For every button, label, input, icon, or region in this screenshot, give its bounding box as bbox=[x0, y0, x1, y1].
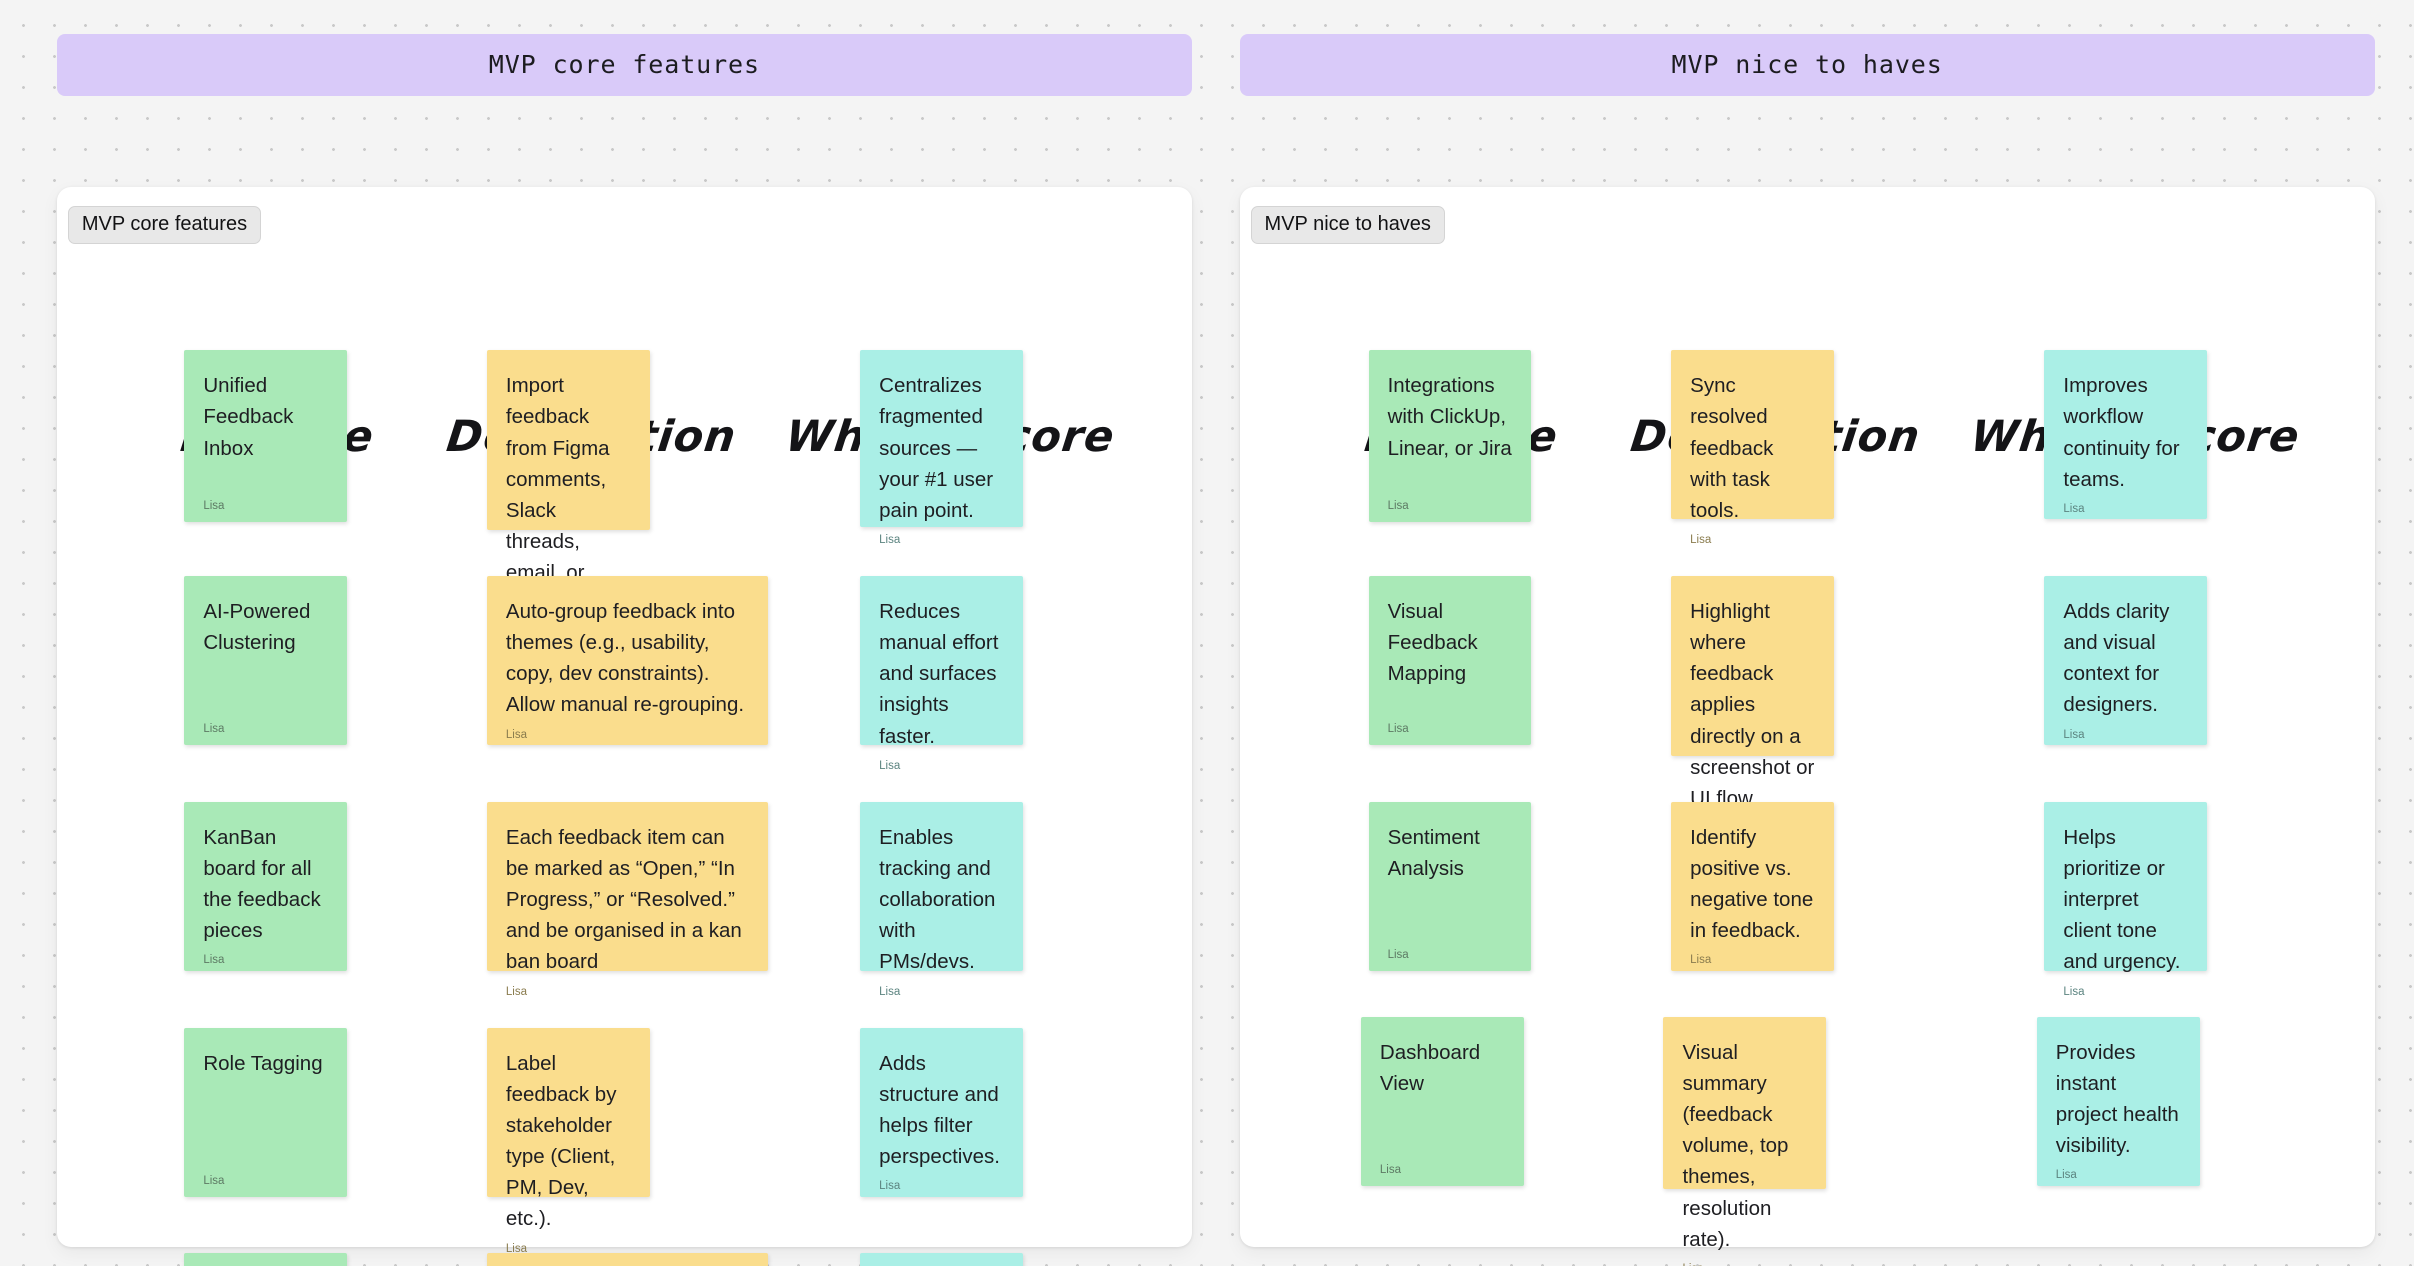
sticky-note[interactable]: Helps prioritize or interpret client ton… bbox=[2044, 801, 2208, 998]
board-title-banner[interactable]: MVP core features bbox=[56, 33, 1192, 96]
sticky-note[interactable]: Each feedback item can be marked as “Ope… bbox=[486, 801, 768, 998]
sticky-note-text: Unified Feedback Inbox bbox=[203, 374, 300, 460]
sticky-note-author: Lisa bbox=[1690, 533, 1712, 546]
sticky-note-author: Lisa bbox=[1387, 722, 1409, 735]
sticky-note[interactable]: Sync resolved feedback with task tools. L… bbox=[1671, 350, 1834, 546]
sticky-note-text: Provides instant project health visibili… bbox=[2055, 1040, 2185, 1158]
sticky-note-text: Dashboard View bbox=[1379, 1040, 1486, 1095]
sticky-note-author: Lisa bbox=[2063, 502, 2085, 515]
sticky-note-text: Enables tracking and collaboration with … bbox=[879, 825, 1002, 974]
sticky-note-text: Integrations with ClickUp, Linear, or Ji… bbox=[1387, 374, 1512, 460]
sticky-note-author: Lisa bbox=[203, 500, 225, 513]
sticky-note[interactable] bbox=[860, 1253, 1023, 1266]
sticky-note-author: Lisa bbox=[203, 954, 225, 967]
sticky-note-text: Adds structure and helps filter perspect… bbox=[879, 1051, 1005, 1169]
sticky-note[interactable]: Improves workflow continuity for teams. L… bbox=[2044, 350, 2208, 520]
sticky-note-author: Lisa bbox=[879, 759, 901, 772]
sticky-note-text: Sync resolved feedback with task tools. bbox=[1690, 374, 1780, 522]
sticky-note-author: Lisa bbox=[1682, 1255, 1807, 1266]
board-name-badge[interactable]: MVP core features bbox=[67, 206, 262, 245]
sticky-note[interactable]: Provides instant project health visibili… bbox=[2036, 1016, 2200, 1186]
sticky-note-author: Lisa bbox=[879, 533, 901, 546]
sticky-note[interactable] bbox=[184, 1253, 348, 1266]
sticky-note[interactable]: KanBan board for all the feedback pieces… bbox=[184, 801, 348, 971]
sticky-note-text: Adds clarity and visual context for desi… bbox=[2063, 600, 2176, 717]
sticky-note-text: Reduces manual effort and surfaces insig… bbox=[879, 600, 1005, 748]
sticky-note[interactable]: Integrations with ClickUp, Linear, or Ji… bbox=[1368, 350, 1532, 523]
sticky-note-author: Lisa bbox=[879, 1180, 901, 1193]
sticky-note[interactable]: Label feedback by stakeholder type (Clie… bbox=[486, 1027, 650, 1255]
sticky-note-author: Lisa bbox=[2063, 728, 2085, 741]
sticky-note-author: Lisa bbox=[2055, 1169, 2077, 1182]
board-name-badge[interactable]: MVP nice to haves bbox=[1250, 206, 1445, 245]
sticky-note[interactable]: Adds structure and helps filter perspect… bbox=[860, 1027, 1023, 1197]
sticky-note[interactable]: Identify positive vs. negative tone in f… bbox=[1671, 801, 1834, 971]
sticky-note-text: Visual Feedback Mapping bbox=[1387, 600, 1484, 686]
sticky-note-text: Centralizes fragmented sources — your #1… bbox=[879, 374, 999, 522]
sticky-note-text: Visual summary (feedback volume, top the… bbox=[1682, 1040, 1795, 1251]
sticky-note[interactable]: Enables tracking and collaboration with … bbox=[860, 801, 1023, 998]
sticky-note-author: Lisa bbox=[2063, 985, 2085, 998]
sticky-note-author: Lisa bbox=[505, 985, 528, 998]
sticky-note-text: Highlight where feedback applies directl… bbox=[1690, 600, 1815, 810]
sticky-note-text: AI-Powered Clustering bbox=[203, 600, 317, 655]
sticky-note-text: Role Tagging bbox=[203, 1051, 323, 1075]
sticky-note[interactable]: Auto-group feedback into themes (e.g., u… bbox=[486, 576, 768, 745]
sticky-note-author: Lisa bbox=[1387, 948, 1409, 961]
sticky-note[interactable]: Visual summary (feedback volume, top the… bbox=[1663, 1016, 1827, 1266]
sticky-note-text: Auto-group feedback into themes (e.g., u… bbox=[505, 600, 745, 717]
board-title-banner[interactable]: MVP nice to haves bbox=[1239, 33, 2375, 96]
sticky-note[interactable] bbox=[486, 1253, 768, 1266]
board-title-text: MVP core features bbox=[488, 50, 760, 80]
sticky-note-text: KanBan board for all the feedback pieces bbox=[203, 825, 327, 943]
sticky-note-author: Lisa bbox=[1387, 500, 1409, 513]
sticky-note-author: Lisa bbox=[203, 1174, 225, 1187]
sticky-note-author: Lisa bbox=[505, 1242, 528, 1255]
sticky-note[interactable]: Highlight where feedback applies directl… bbox=[1671, 576, 1834, 834]
sticky-note[interactable]: Reduces manual effort and surfaces insig… bbox=[860, 576, 1023, 772]
sticky-note-text: Improves workflow continuity for teams. bbox=[2063, 374, 2186, 491]
sticky-note-author: Lisa bbox=[1379, 1163, 1401, 1176]
sticky-note-text: Sentiment Analysis bbox=[1387, 825, 1485, 880]
sticky-note[interactable]: Adds clarity and visual context for desi… bbox=[2044, 576, 2208, 745]
sticky-note[interactable]: Centralizes fragmented sources — your #1… bbox=[860, 350, 1023, 546]
board-title-text: MVP nice to haves bbox=[1671, 50, 1943, 80]
sticky-note[interactable]: Import feedback from Figma comments, Sla… bbox=[486, 350, 650, 639]
sticky-note-author: Lisa bbox=[505, 728, 528, 741]
sticky-note-author: Lisa bbox=[1690, 954, 1712, 967]
sticky-note-text: Each feedback item can be marked as “Ope… bbox=[505, 825, 748, 974]
sticky-note-author: Lisa bbox=[879, 985, 901, 998]
sticky-note-text: Label feedback by stakeholder type (Clie… bbox=[505, 1051, 623, 1231]
sticky-note-text: Identify positive vs. negative tone in f… bbox=[1690, 825, 1819, 943]
sticky-note-text: Helps prioritize or interpret client ton… bbox=[2063, 825, 2181, 974]
sticky-note-author: Lisa bbox=[203, 722, 225, 735]
